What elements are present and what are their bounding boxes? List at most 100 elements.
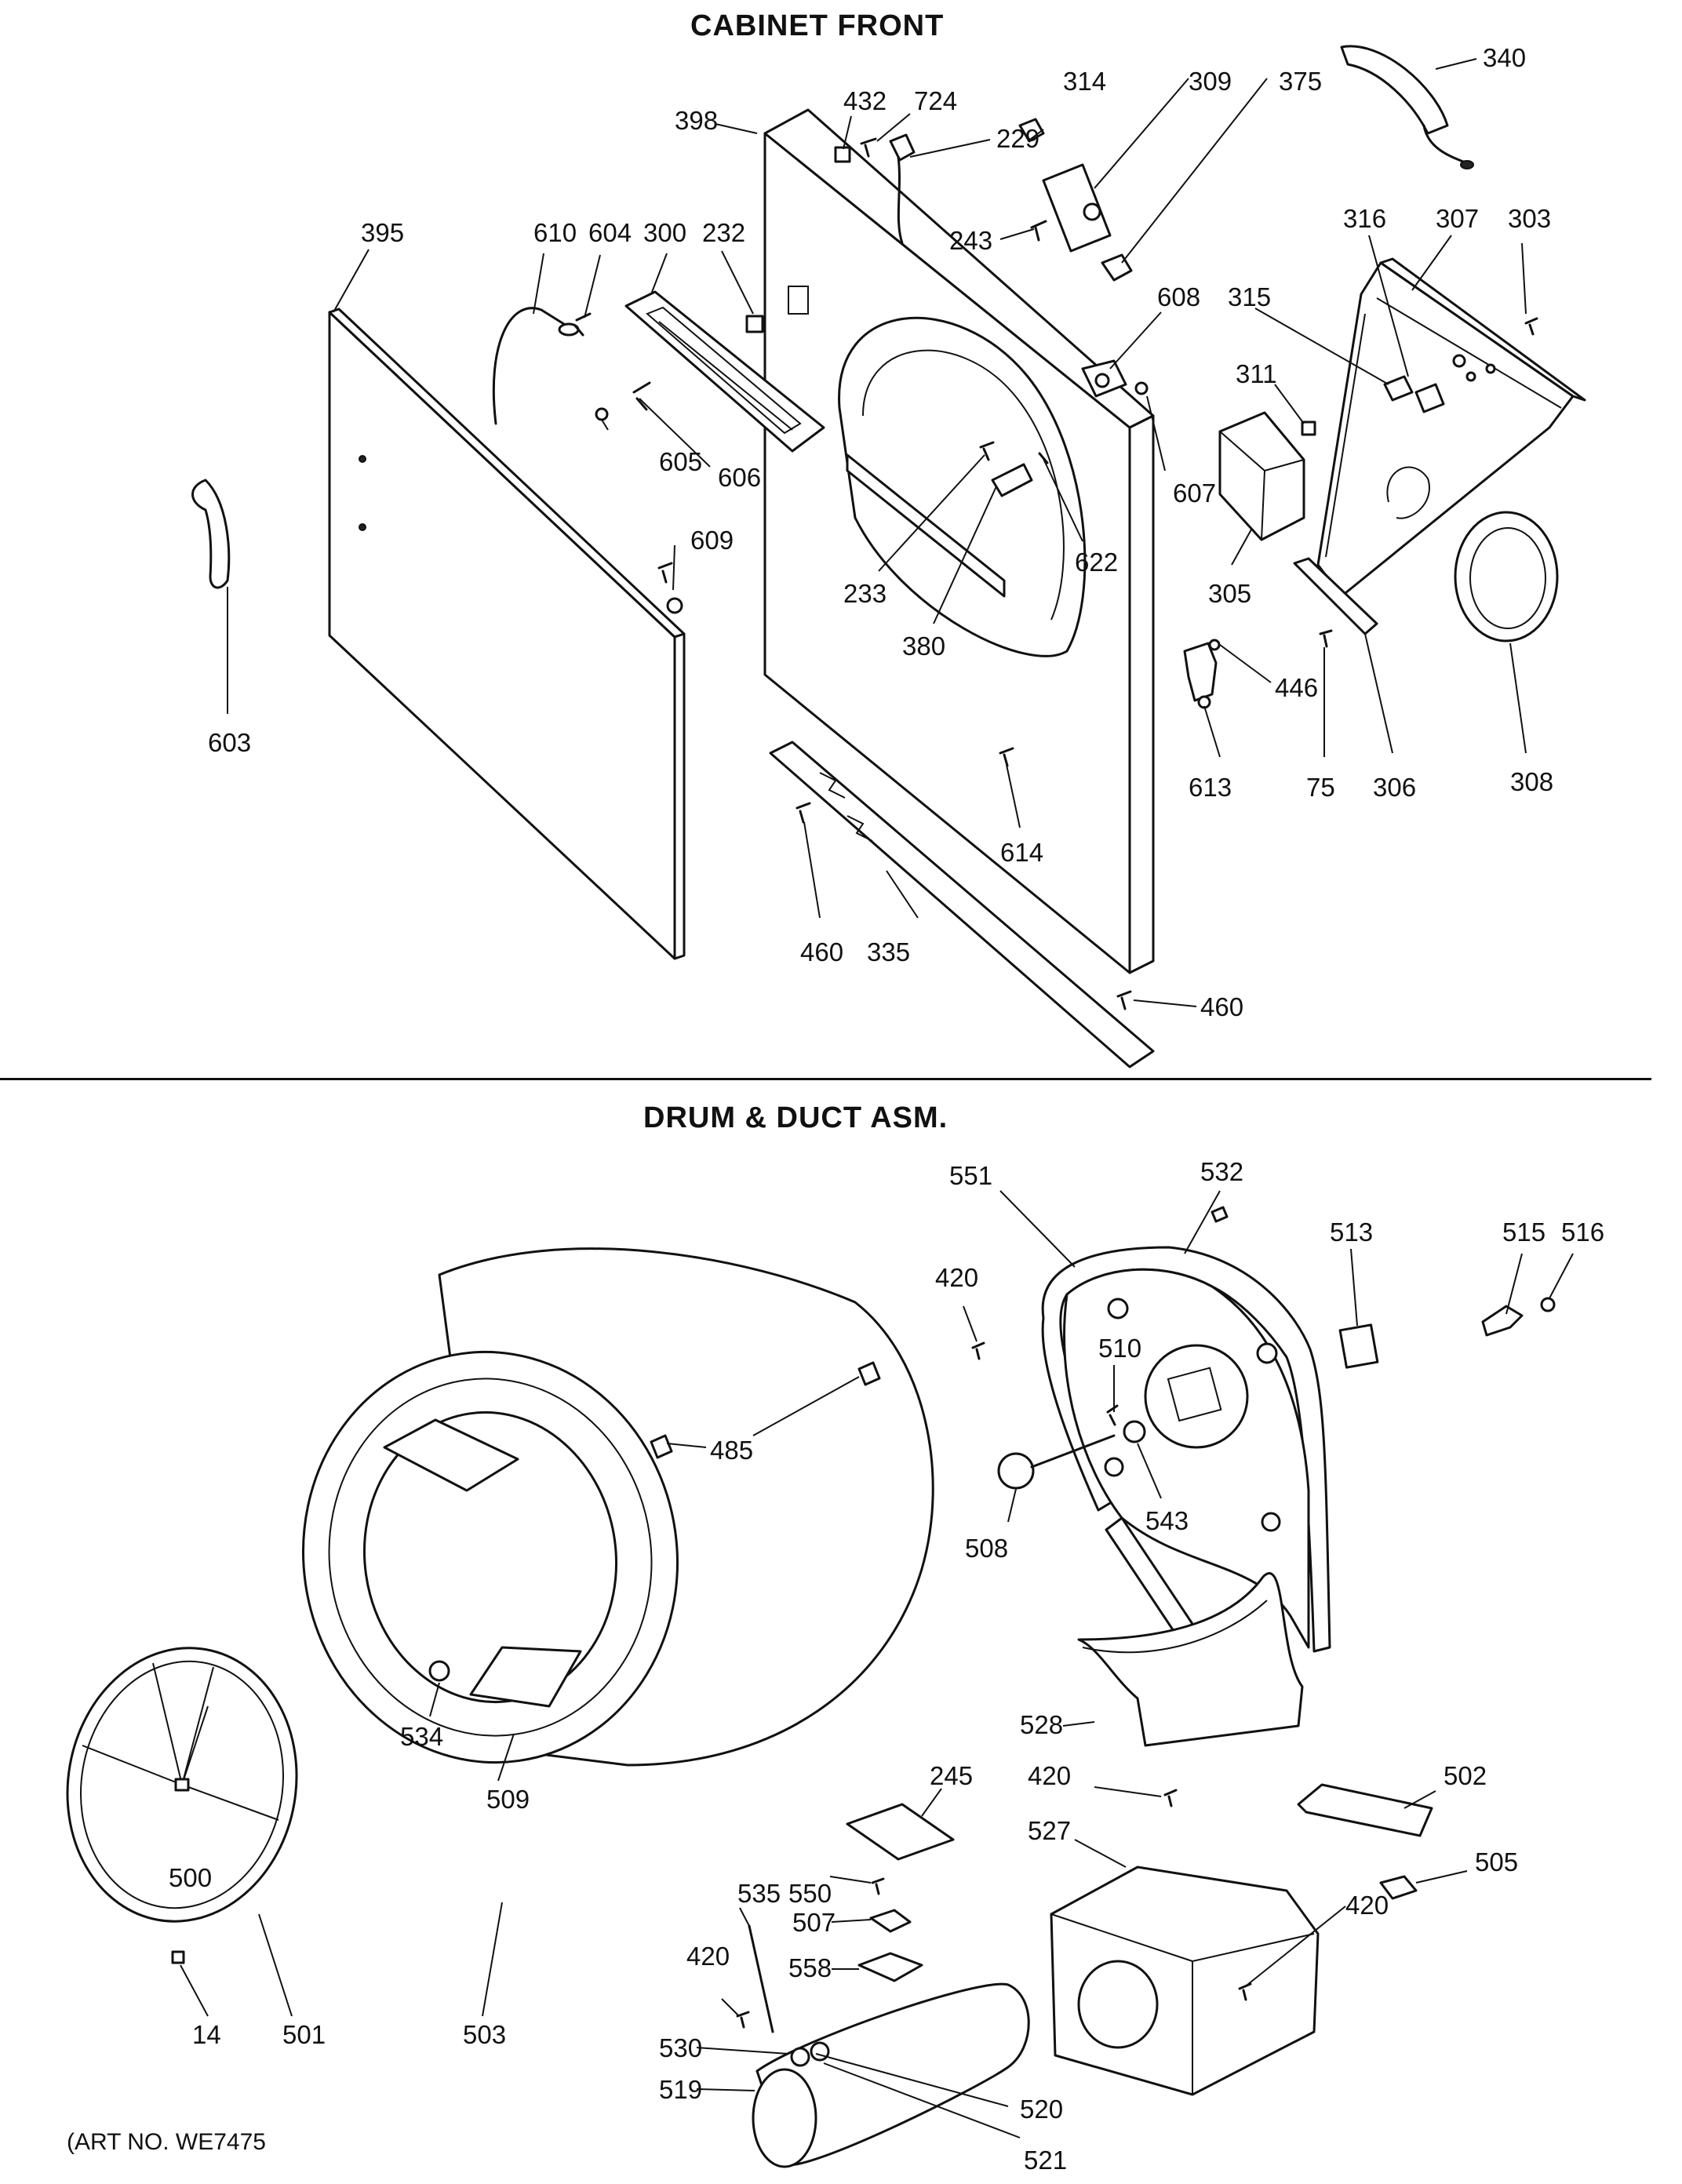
callout-14: 14: [192, 2020, 221, 2049]
parts-508-543: [997, 1206, 1229, 1490]
callout-420c: 420: [686, 1942, 730, 1971]
callout-550: 550: [788, 1879, 832, 1908]
callout-316: 316: [1343, 204, 1386, 233]
part-305-cover: [1218, 411, 1305, 541]
part-519-heater: [752, 1982, 1030, 2168]
part-335-strip: [769, 741, 1155, 1068]
callout-380: 380: [902, 632, 945, 661]
callout-519: 519: [659, 2075, 702, 2104]
callout-535: 535: [737, 1879, 781, 1908]
callout-306: 306: [1373, 773, 1416, 802]
part-558: [857, 1952, 923, 1982]
callout-505: 505: [1475, 1847, 1518, 1876]
part-527-duct-housing: [1050, 1866, 1320, 2096]
callout-315: 315: [1228, 282, 1271, 311]
callout-375: 375: [1279, 67, 1322, 96]
callout-543: 543: [1145, 1506, 1189, 1535]
callout-558: 558: [788, 1953, 832, 1982]
callout-607: 607: [1173, 479, 1216, 508]
part-507: [869, 1909, 912, 1933]
callout-507: 507: [792, 1908, 836, 1937]
callout-528: 528: [1020, 1710, 1063, 1739]
callout-605: 605: [659, 447, 702, 476]
part-245: [846, 1803, 955, 1861]
callout-608: 608: [1157, 282, 1200, 311]
callout-229: 229: [996, 124, 1039, 153]
callout-307: 307: [1436, 204, 1479, 233]
callout-243: 243: [949, 226, 992, 255]
part-603-handle: [191, 479, 231, 589]
callout-500: 500: [169, 1863, 212, 1892]
callout-303: 303: [1508, 204, 1551, 233]
part-613-bracket: [1183, 642, 1218, 702]
callout-530: 530: [659, 2033, 702, 2062]
callout-606: 606: [718, 463, 761, 492]
drum-duct-title: DRUM & DUCT ASM.: [643, 1101, 948, 1134]
part-300-lint-filter: [624, 290, 825, 453]
callout-515: 515: [1502, 1218, 1545, 1247]
part-308-ring: [1454, 511, 1559, 642]
callout-532: 532: [1200, 1157, 1243, 1186]
callout-420a: 420: [935, 1263, 978, 1292]
callout-432: 432: [843, 86, 887, 115]
callout-527: 527: [1028, 1816, 1071, 1845]
callout-520: 520: [1020, 2095, 1063, 2124]
callout-622: 622: [1075, 548, 1118, 577]
callout-551: 551: [949, 1161, 992, 1190]
part-395-panel: [328, 308, 686, 960]
callout-309: 309: [1189, 67, 1232, 96]
callout-521: 521: [1024, 2146, 1067, 2175]
callout-508: 508: [965, 1534, 1008, 1563]
part-503-drum: [302, 1247, 934, 1767]
part-505: [1379, 1875, 1418, 1900]
callout-335: 335: [867, 937, 910, 966]
callout-509: 509: [486, 1785, 530, 1814]
callout-604: 604: [588, 218, 632, 247]
art-number: (ART NO. WE7475: [67, 2129, 266, 2155]
callout-460b: 460: [1200, 992, 1243, 1021]
callout-305: 305: [1208, 579, 1251, 608]
cabinet-front-group: [191, 45, 1586, 1068]
callout-534: 534: [400, 1722, 443, 1751]
callout-609: 609: [690, 526, 734, 555]
section-divider: [0, 1078, 1651, 1080]
callout-516: 516: [1561, 1218, 1604, 1247]
callout-311: 311: [1236, 359, 1277, 388]
callout-502: 502: [1444, 1761, 1487, 1790]
callout-446: 446: [1275, 673, 1318, 702]
callout-308: 308: [1510, 767, 1553, 796]
callout-300: 300: [643, 218, 686, 247]
callout-510: 510: [1098, 1334, 1141, 1363]
callout-613: 613: [1189, 773, 1232, 802]
leader-lines-bottom: [180, 1190, 1574, 2138]
callout-420b: 420: [1028, 1761, 1071, 1790]
callout-232: 232: [702, 218, 745, 247]
callout-603: 603: [208, 728, 251, 757]
callout-460a: 460: [800, 937, 843, 966]
part-513: [1338, 1323, 1379, 1369]
small-hardware-top: [573, 118, 1149, 1010]
callout-395: 395: [361, 218, 404, 247]
callout-340: 340: [1483, 43, 1526, 72]
callout-398: 398: [675, 106, 718, 135]
part-502-bracket: [1297, 1783, 1433, 1837]
callout-314: 314: [1063, 67, 1106, 96]
callout-420d: 420: [1345, 1891, 1389, 1920]
part-532-rear-bulkhead: [1041, 1246, 1331, 1653]
callout-503: 503: [463, 2020, 506, 2049]
part-306-bracket: [1293, 557, 1378, 635]
callout-485: 485: [710, 1436, 753, 1465]
cabinet-front-title: CABINET FRONT: [690, 9, 945, 42]
callout-610: 610: [533, 218, 577, 247]
part-340-lens: [1340, 45, 1474, 169]
callout-513: 513: [1330, 1218, 1373, 1247]
part-501-ring: [66, 1647, 298, 1964]
callout-501: 501: [282, 2020, 326, 2049]
callout-233: 233: [843, 579, 887, 608]
part-528-duct: [1077, 1572, 1304, 1747]
leader-lines-top: [227, 58, 1527, 1007]
part-398-front-panel: [763, 108, 1155, 974]
part-535: [748, 1924, 774, 2033]
part-307-control-housing: [1316, 257, 1586, 598]
